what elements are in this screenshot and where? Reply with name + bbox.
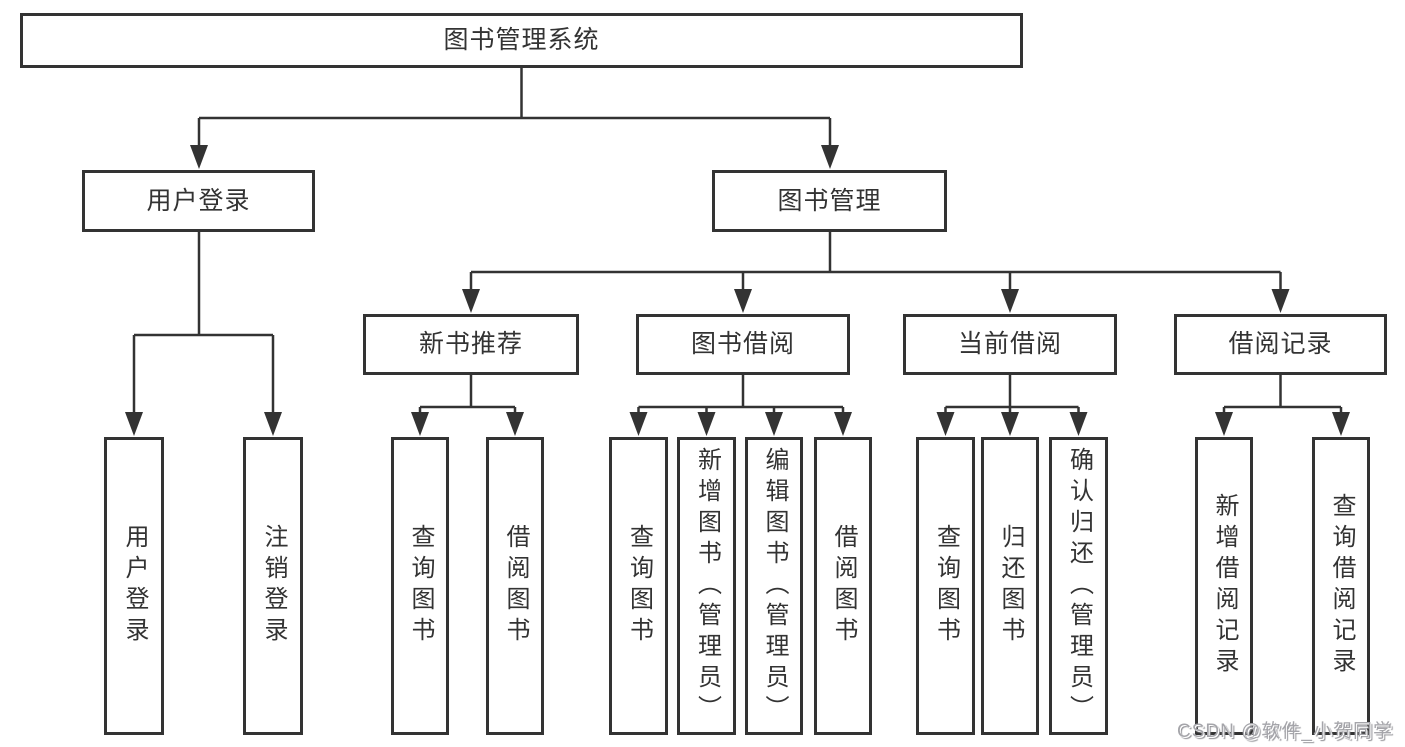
leaf-query-books-borrowing: 查询图书: [609, 437, 668, 735]
leaf-logout: 注销登录: [243, 437, 303, 735]
node-current-borrowing-label: 当前借阅: [957, 330, 1062, 358]
leaf-user-login-label: 用户登录: [121, 524, 148, 648]
leaf-borrow-books-label: 借阅图书: [830, 524, 857, 648]
node-user-login-label: 用户登录: [146, 186, 251, 215]
node-library-system: 图书管理系统: [20, 13, 1023, 68]
leaf-borrow-books: 借阅图书: [814, 437, 872, 735]
leaf-user-login: 用户登录: [104, 437, 164, 735]
node-user-login: 用户登录: [82, 170, 315, 232]
leaf-query-books-borrowing-label: 查询图书: [625, 524, 653, 648]
leaf-edit-book-admin: 编辑图书（管理员）: [745, 437, 803, 735]
node-book-borrowing-label: 图书借阅: [690, 330, 795, 358]
leaf-query-books-recommend-label: 查询图书: [407, 524, 434, 648]
leaf-confirm-return-admin: 确认归还（管理员）: [1049, 437, 1108, 735]
leaf-query-books-recommend: 查询图书: [391, 437, 449, 735]
leaf-confirm-return-admin-label: 确认归还（管理员）: [1065, 446, 1093, 726]
node-book-borrowing: 图书借阅: [636, 314, 850, 375]
leaf-query-books-current-label: 查询图书: [932, 524, 960, 648]
connector-paths: [132, 68, 1343, 413]
node-current-borrowing: 当前借阅: [903, 314, 1117, 375]
leaf-add-book-admin-label: 新增图书（管理员）: [693, 446, 721, 726]
leaf-logout-label: 注销登录: [260, 524, 287, 648]
node-book-management: 图书管理: [712, 170, 947, 232]
node-new-book-recommend-label: 新书推荐: [418, 330, 523, 358]
leaf-return-book-label: 归还图书: [997, 524, 1024, 648]
node-library-system-label: 图书管理系统: [443, 26, 600, 54]
node-borrow-records-label: 借阅记录: [1228, 330, 1333, 358]
leaf-add-book-admin: 新增图书（管理员）: [677, 437, 736, 735]
leaf-query-books-current: 查询图书: [916, 437, 975, 735]
node-new-book-recommend: 新书推荐: [363, 314, 579, 375]
leaf-query-borrow-record: 查询借阅记录: [1312, 437, 1370, 735]
leaf-add-borrow-record-label: 新增借阅记录: [1211, 493, 1238, 679]
leaf-query-borrow-record-label: 查询借阅记录: [1328, 493, 1355, 679]
watermark: CSDN @软件_小贺同学: [1177, 721, 1393, 742]
node-book-management-label: 图书管理: [777, 186, 882, 215]
leaf-edit-book-admin-label: 编辑图书（管理员）: [761, 446, 788, 726]
node-borrow-records: 借阅记录: [1174, 314, 1387, 375]
arrowheads: [125, 145, 1350, 436]
leaf-borrow-books-recommend: 借阅图书: [486, 437, 544, 735]
leaf-add-borrow-record: 新增借阅记录: [1195, 437, 1253, 735]
leaf-return-book: 归还图书: [981, 437, 1039, 735]
leaf-borrow-books-recommend-label: 借阅图书: [502, 524, 529, 648]
